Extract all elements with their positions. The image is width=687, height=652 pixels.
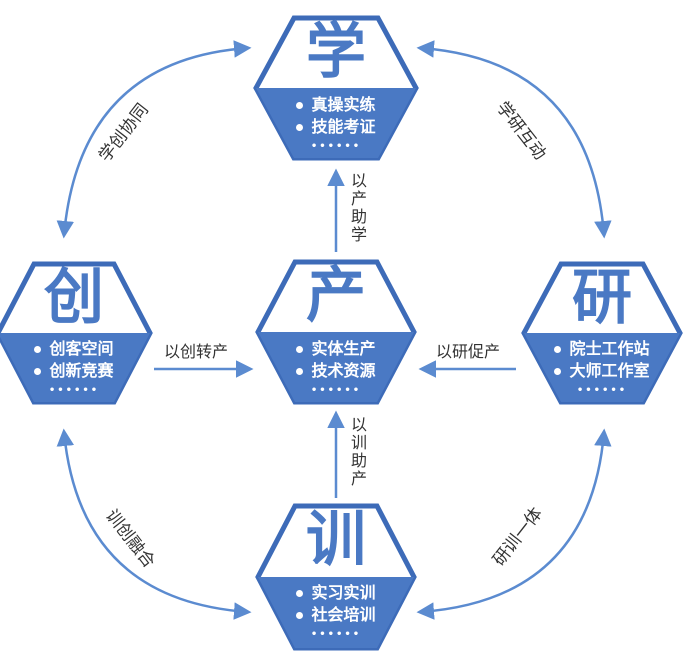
node-yan-shape: [521, 261, 683, 405]
bullet-icon: [554, 367, 562, 375]
node-xue-items: 真操实练 技能考证: [252, 94, 420, 138]
node-yan: 研 院士工作站 大师工作室 ••••••: [520, 260, 684, 406]
node-xue: 学 真操实练 技能考证 ••••••: [252, 14, 420, 162]
arc-bottom-left: [56, 428, 252, 620]
node-xun: 训 实习实训 社会培训 ••••••: [254, 502, 418, 652]
node-chan-items: 实体生产 技术资源: [254, 338, 418, 382]
list-item: 社会培训: [254, 604, 418, 626]
node-chuang-title: 创: [44, 263, 104, 333]
node-xun-title: 训: [306, 505, 366, 575]
list-item: 创新竞赛: [0, 360, 154, 382]
arc-bottom-right: [416, 428, 612, 620]
list-item: 技能考证: [252, 116, 420, 138]
node-xun-items: 实习实训 社会培训: [254, 582, 418, 626]
list-item: 实习实训: [254, 582, 418, 604]
node-xun-more: ••••••: [310, 629, 362, 640]
node-yan-items: 院士工作站 大师工作室: [520, 338, 684, 382]
bullet-icon: [554, 345, 562, 353]
list-item: 院士工作站: [520, 338, 684, 360]
node-chuang-items: 创客空间 创新竞赛: [0, 338, 154, 382]
list-item: 真操实练: [252, 94, 420, 116]
arc-top-left: [56, 40, 252, 239]
label-right-horizontal: 以研促产: [436, 342, 501, 361]
list-item: 大师工作室: [520, 360, 684, 382]
list-item: 技术资源: [254, 360, 418, 382]
node-xue-title: 学: [306, 17, 366, 87]
label-bottom-vertical: 以训助产: [350, 415, 367, 488]
node-chuang-more: ••••••: [48, 385, 100, 396]
node-chan: 产 实体生产 技术资源 ••••••: [254, 258, 418, 406]
node-chuang: 创 创客空间 创新竞赛 ••••••: [0, 260, 154, 406]
bullet-icon: [296, 589, 304, 597]
bullet-icon: [296, 611, 304, 619]
bullet-icon: [296, 345, 304, 353]
list-item: 实体生产: [254, 338, 418, 360]
label-top-vertical: 以产助学: [350, 171, 367, 244]
bullet-icon: [34, 367, 42, 375]
node-chan-more: ••••••: [310, 385, 362, 396]
bullet-icon: [34, 345, 42, 353]
label-left-horizontal: 以创转产: [164, 342, 229, 361]
node-xue-more: ••••••: [310, 141, 362, 152]
list-item: 创客空间: [0, 338, 154, 360]
node-chan-title: 产: [306, 261, 366, 331]
arc-top-right: [416, 40, 612, 239]
bullet-icon: [296, 367, 304, 375]
node-yan-title: 研: [572, 263, 632, 333]
node-yan-more: ••••••: [576, 385, 628, 396]
node-xue-shape: [253, 15, 419, 161]
bullet-icon: [296, 101, 304, 109]
bullet-icon: [296, 123, 304, 131]
